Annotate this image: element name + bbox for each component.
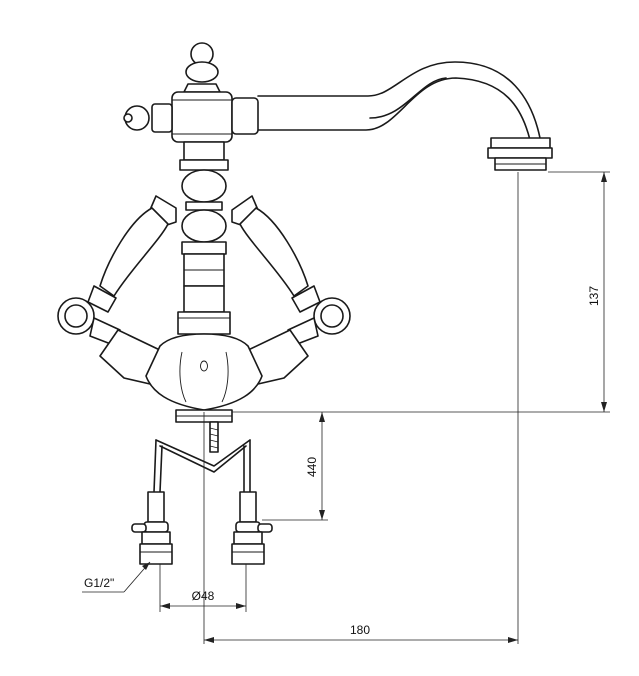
left-connector — [131, 491, 173, 565]
dimension-spout-reach: 180 — [204, 623, 518, 643]
thread-callout: G1/2" — [82, 561, 151, 593]
dimension-label-diameter: Ø48 — [192, 589, 215, 603]
central-column — [177, 141, 231, 335]
supply-assembly — [153, 421, 251, 493]
dimension-connector-spacing: Ø48 — [159, 564, 247, 612]
top-finial — [183, 42, 221, 93]
dimension-connection-depth: 440 — [262, 412, 328, 521]
upper-body — [123, 91, 259, 143]
dimension-label-440: 440 — [305, 457, 319, 477]
spout — [257, 61, 553, 171]
base — [145, 333, 263, 423]
left-handle — [57, 195, 177, 385]
thread-size-label: G1/2" — [84, 576, 114, 590]
right-connector — [231, 491, 273, 565]
dimension-label-137: 137 — [587, 286, 601, 306]
right-handle — [231, 195, 351, 385]
dimension-label-180: 180 — [350, 623, 370, 637]
dimension-spout-height: 137 — [232, 171, 610, 413]
